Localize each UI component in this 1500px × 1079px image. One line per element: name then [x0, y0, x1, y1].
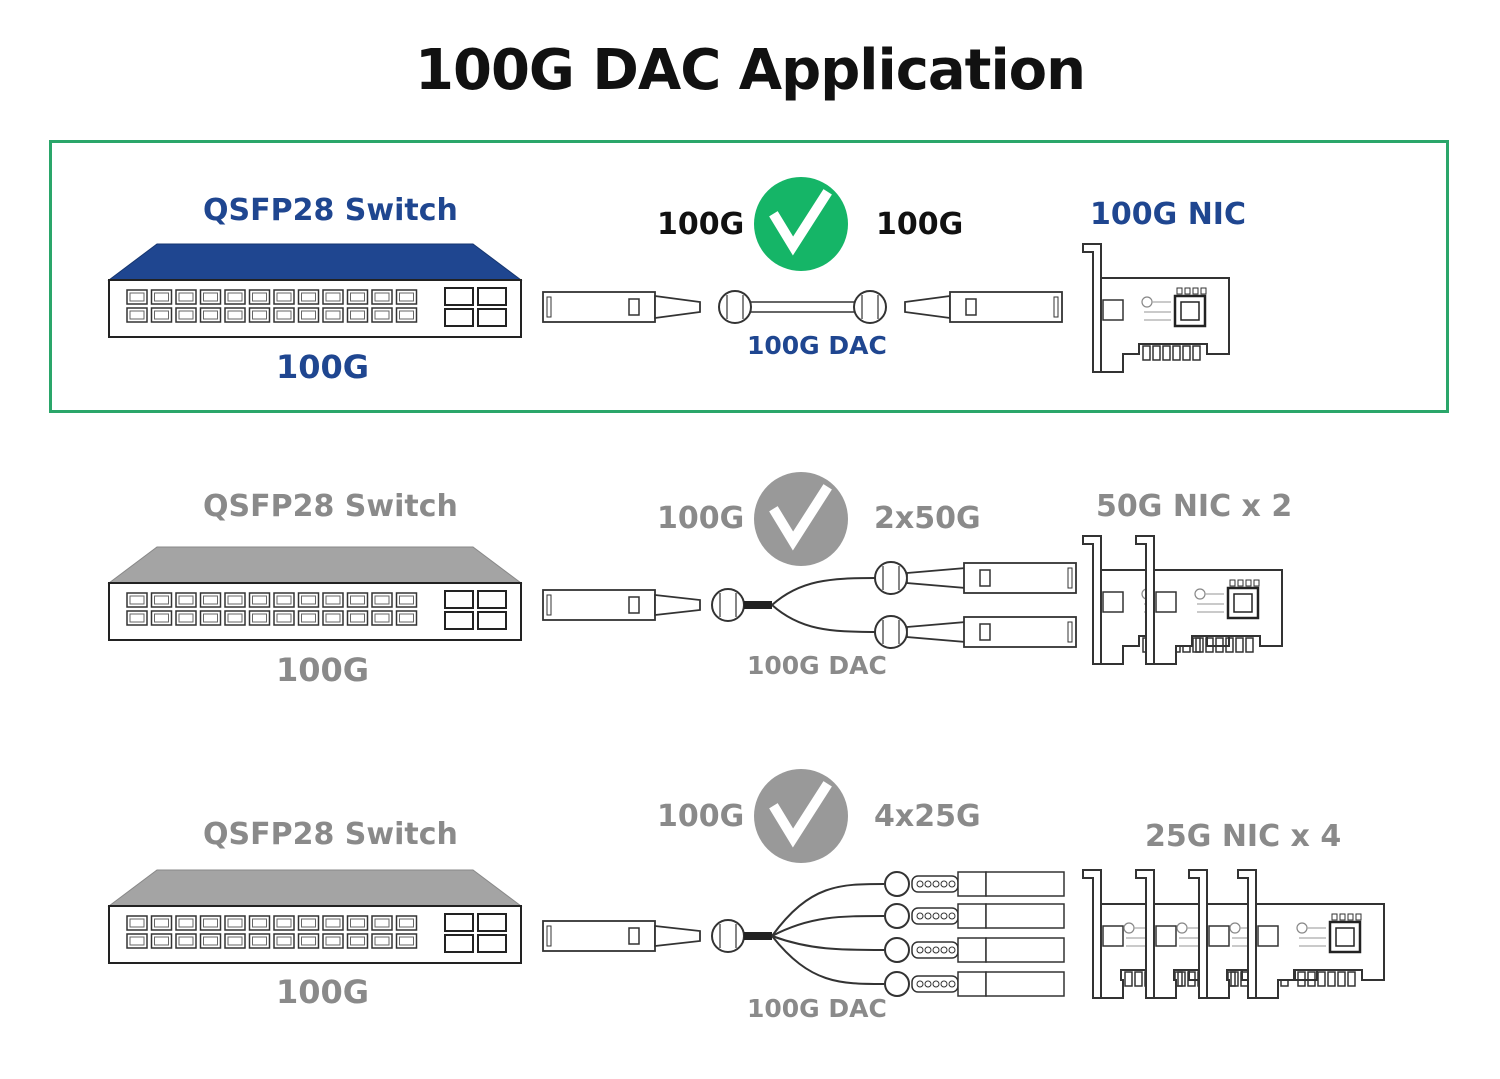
checkmark-icon: [754, 177, 848, 271]
left-speed: 100G: [657, 207, 745, 242]
nic-card: [1082, 243, 1230, 373]
cable-label: 100G DAC: [747, 651, 887, 680]
page-title: 100G DAC Application: [415, 38, 1086, 103]
switch-label: QSFP28 Switch: [203, 489, 458, 524]
checkmark-icon: [754, 472, 848, 566]
qsfp28-switch: [107, 869, 523, 964]
cable-label: 100G DAC: [747, 994, 887, 1023]
checkmark-icon: [754, 769, 848, 863]
right-speed: 4x25G: [874, 799, 981, 834]
nic-label: 100G NIC: [1090, 197, 1246, 232]
nic-label: 25G NIC x 4: [1145, 819, 1342, 854]
left-speed: 100G: [657, 799, 745, 834]
breakout-cable: [542, 561, 1077, 649]
dac-cable: [542, 290, 1063, 324]
cable-label: 100G DAC: [747, 331, 887, 360]
left-speed: 100G: [657, 501, 745, 536]
right-speed: 2x50G: [874, 501, 981, 536]
qsfp28-switch: [107, 243, 523, 338]
nic-label: 50G NIC x 2: [1096, 489, 1293, 524]
breakout-cable: [542, 871, 1065, 997]
nic-card: [1135, 535, 1283, 665]
qsfp28-switch: [107, 546, 523, 641]
right-speed: 100G: [876, 207, 964, 242]
switch-label: QSFP28 Switch: [203, 817, 458, 852]
switch-speed: 100G: [276, 973, 370, 1011]
switch-label: QSFP28 Switch: [203, 193, 458, 228]
nic-card: [1237, 869, 1385, 999]
switch-speed: 100G: [276, 348, 370, 386]
switch-speed: 100G: [276, 651, 370, 689]
highlight-frame: [49, 140, 1449, 413]
